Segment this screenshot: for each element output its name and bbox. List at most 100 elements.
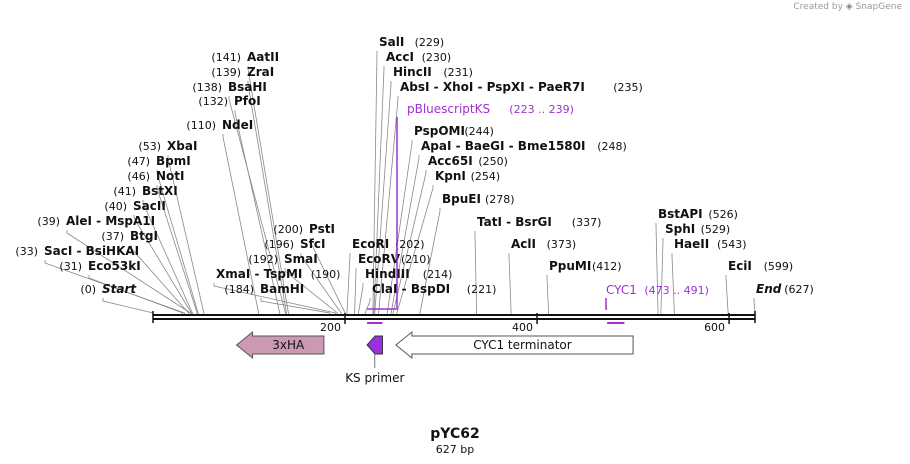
site-label: PfoI xyxy=(234,94,261,108)
site-position: (192) xyxy=(248,253,278,266)
site-position: (231) xyxy=(443,66,473,79)
feature-arrow xyxy=(395,330,634,360)
site-position: (599) xyxy=(764,260,794,273)
site-label: ApaI - BaeGI - Bme1580I xyxy=(421,139,585,153)
primer-name: CYC1 xyxy=(606,283,637,297)
site-label: BsaHI xyxy=(228,80,267,94)
site-line xyxy=(655,223,659,316)
site-position: (221) xyxy=(467,283,497,296)
site-position: (543) xyxy=(717,238,747,251)
site-position: (526) xyxy=(708,208,738,221)
site-position: (529) xyxy=(701,223,731,236)
primer-name: pBluescriptKS xyxy=(407,102,490,116)
site-label: Eco53kI xyxy=(88,259,141,273)
credit-prefix: Created by xyxy=(793,2,843,12)
site-position: (139) xyxy=(211,66,241,79)
primer-range: (473 .. 491) xyxy=(644,284,709,297)
site-label: PspOMI xyxy=(414,124,465,138)
site-label: HindIII xyxy=(365,267,410,281)
site-label: AleI - MspA1I xyxy=(66,214,155,228)
site-position: (37) xyxy=(101,230,124,243)
site-position: (39) xyxy=(37,215,60,228)
site-label: HaeII xyxy=(674,237,709,251)
feature-track: 3xHA KS primer CYC1 terminator xyxy=(235,330,634,385)
site-line xyxy=(102,298,154,316)
site-position: (132) xyxy=(198,95,228,108)
feature-arrow xyxy=(366,335,383,355)
site-label: XbaI xyxy=(167,139,197,153)
site-label: BstAPI xyxy=(658,207,703,221)
site-position: (229) xyxy=(415,36,445,49)
axis-tick-label: 600 xyxy=(704,321,725,334)
site-position: (40) xyxy=(104,200,127,213)
site-line xyxy=(508,253,512,316)
feature-label: KS primer xyxy=(345,371,404,385)
site-position: (141) xyxy=(211,51,241,64)
site-label: XmaI - TspMI xyxy=(216,267,302,281)
site-position: (0) xyxy=(80,283,96,296)
site-label: SacII xyxy=(133,199,166,213)
site-position: (53) xyxy=(138,140,161,153)
snapgene-credit: Created by ◈ SnapGene xyxy=(793,2,902,12)
site-line xyxy=(725,275,729,316)
site-label: Acc65I xyxy=(428,154,473,168)
site-label: HincII xyxy=(393,65,432,79)
site-position: (244) xyxy=(464,125,494,138)
axis-tick-label: 200 xyxy=(320,321,341,334)
site-label: ClaI - BspDI xyxy=(372,282,450,296)
feature-arrow xyxy=(235,330,325,360)
plasmid-name: pYC62 xyxy=(430,426,479,442)
site-position: (41) xyxy=(113,185,136,198)
feature-label: CYC1 terminator xyxy=(473,338,572,352)
primer-line xyxy=(367,117,398,310)
site-line xyxy=(358,283,364,316)
site-position: (47) xyxy=(127,155,150,168)
site-position: (254) xyxy=(471,170,501,183)
site-position: (230) xyxy=(422,51,452,64)
site-label: ZraI xyxy=(247,65,274,79)
site-label: AclI xyxy=(511,237,536,251)
site-label: EciI xyxy=(728,259,752,273)
site-label: SphI xyxy=(665,222,695,236)
site-position: (627) xyxy=(784,283,814,296)
site-position: (138) xyxy=(192,81,222,94)
site-line xyxy=(474,231,477,316)
site-label: AccI xyxy=(386,50,414,64)
site-label: AatII xyxy=(247,50,279,64)
site-position: (210) xyxy=(401,253,431,266)
site-label: SfcI xyxy=(300,237,325,251)
backbone-bottom xyxy=(153,318,755,320)
feature-label: 3xHA xyxy=(272,338,305,352)
plasmid-length: 627 bp xyxy=(436,443,474,456)
site-position: (248) xyxy=(597,140,627,153)
site-position: (31) xyxy=(59,260,82,273)
site-label: SacI - BsiHKAI xyxy=(44,244,139,258)
site-position: (373) xyxy=(547,238,577,251)
site-position: (190) xyxy=(311,268,341,281)
site-label: NotI xyxy=(156,169,185,183)
primer-binding-sites: pBluescriptKS (223 .. 239) CYC1 (473 .. 491… xyxy=(367,102,709,324)
site-label: BamHI xyxy=(260,282,304,296)
site-position: (250) xyxy=(478,155,508,168)
site-labels: Start(0)Eco53kI(31)SacI - BsiHKAI(33)Btg… xyxy=(15,35,813,296)
primer-range: (223 .. 239) xyxy=(509,103,574,116)
site-label: KpnI xyxy=(435,169,466,183)
credit-brand: SnapGene xyxy=(855,2,902,12)
site-position: (200) xyxy=(273,223,303,236)
site-position: (184) xyxy=(224,283,254,296)
site-line xyxy=(364,298,371,316)
site-position: (278) xyxy=(485,193,515,206)
site-label: End xyxy=(756,282,782,296)
site-line xyxy=(66,230,191,316)
site-label: NdeI xyxy=(222,118,253,132)
snapgene-logo-icon: ◈ xyxy=(845,2,853,12)
site-position: (202) xyxy=(395,238,425,251)
site-position: (196) xyxy=(264,238,294,251)
site-position: (412) xyxy=(592,260,622,273)
site-line xyxy=(660,238,664,316)
site-line xyxy=(546,275,549,316)
site-label: SalI xyxy=(379,35,404,49)
site-line xyxy=(346,253,351,316)
